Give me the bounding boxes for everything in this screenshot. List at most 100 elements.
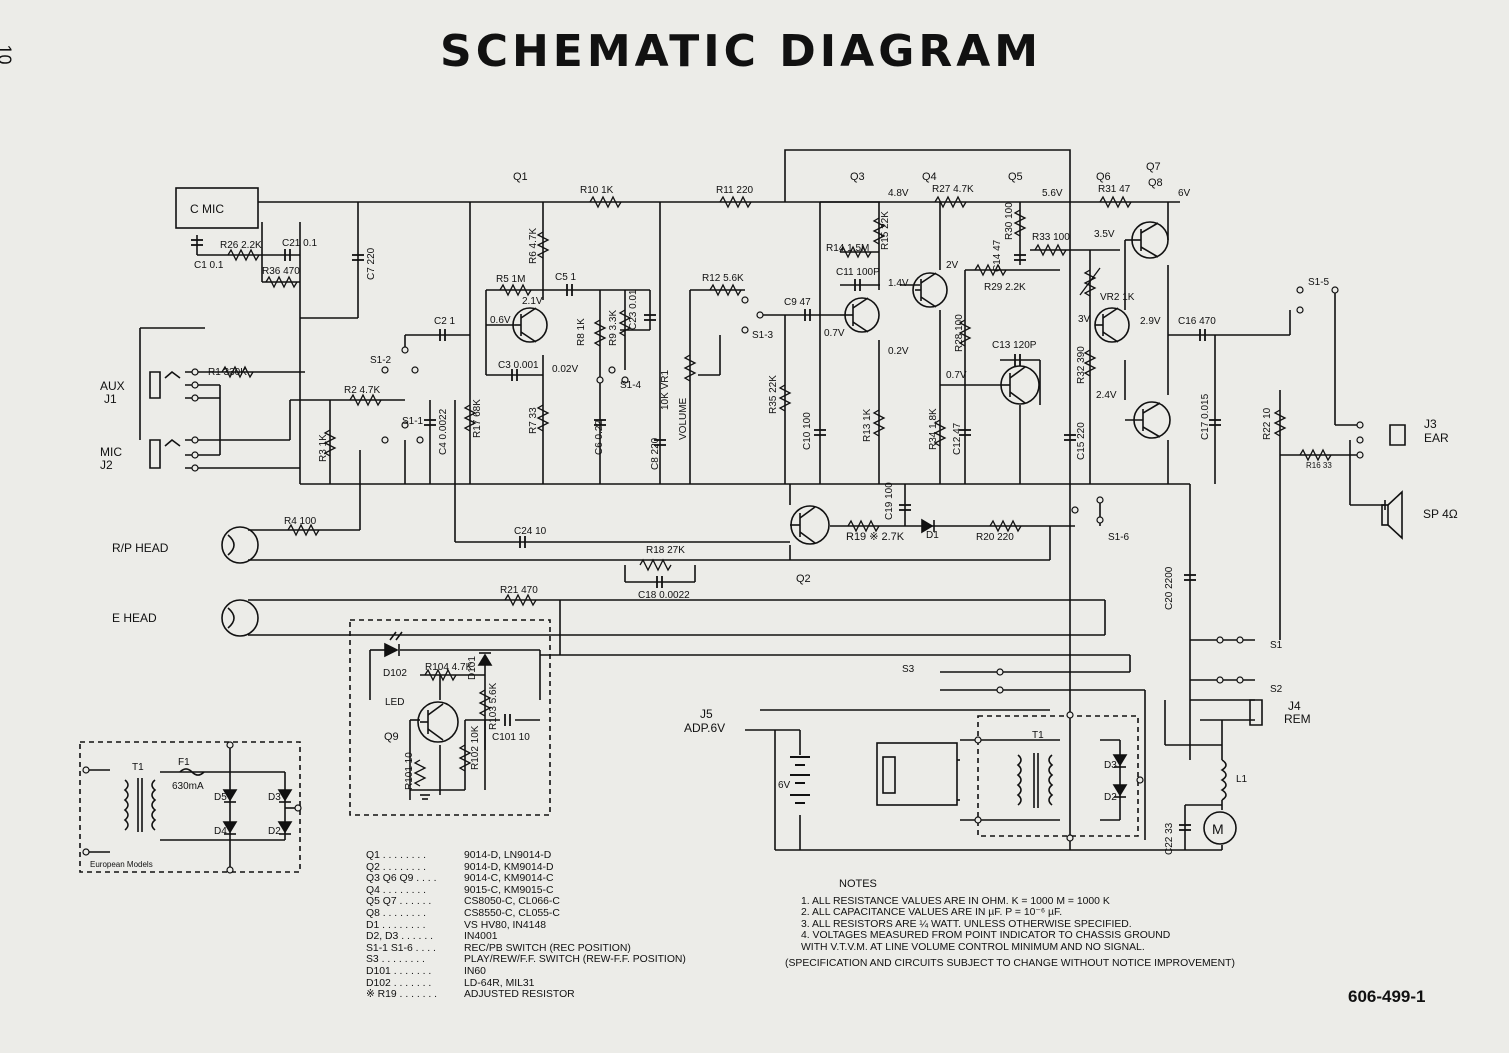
d1-label: D1 — [926, 530, 939, 541]
j1-label: J1 — [104, 392, 117, 406]
parts-list-row: S3 . . . . . . . .PLAY/REW/F.F. SWITCH (… — [366, 954, 686, 966]
resistor-r34 — [933, 419, 947, 447]
resistor-r20 — [989, 519, 1022, 533]
c13-label: C13 120P — [992, 340, 1037, 351]
capacitor-c16 — [1199, 329, 1206, 341]
ac-plug — [876, 742, 960, 806]
aux-jack — [149, 370, 181, 399]
c1-label: C1 0.1 — [194, 260, 224, 271]
t1-label: T1 — [1032, 730, 1044, 741]
parts-value: CS8550-C, CL055-C — [464, 907, 560, 919]
c15-label: C15 220 — [1076, 422, 1087, 460]
capacitor-c4 — [424, 419, 436, 426]
potentiometer-vr2 — [1083, 269, 1097, 297]
c22-label: C22 33 — [1164, 822, 1175, 855]
c17-label: C17 0.015 — [1200, 393, 1211, 440]
vr2-label: VR2 1K — [1100, 292, 1135, 303]
capacitors — [191, 239, 1221, 831]
resistor-r33 — [1034, 243, 1067, 257]
resistor-r22 — [1273, 409, 1287, 437]
parts-ref: Q8 . . . . . . . . — [366, 907, 427, 919]
resistor-r36 — [265, 275, 298, 289]
r7-label: R7 33 — [528, 407, 539, 434]
parts-ref: D101 . . . . . . . — [366, 965, 432, 977]
r35-label: R35 22K — [768, 375, 779, 414]
transistor-q5 — [1000, 365, 1040, 405]
resistor-r11 — [719, 195, 752, 209]
d2-eu-label: D2 — [268, 826, 281, 837]
r30-label: R30 100 — [1004, 202, 1015, 240]
parts-value: REC/PB SWITCH (REC POSITION) — [464, 942, 631, 954]
note-4: 4. VOLTAGES MEASURED FROM POINT INDICATO… — [801, 930, 1171, 942]
parts-list-row: Q3 Q6 Q9 . . . .9014-C, KM9014-C — [366, 873, 686, 885]
resistor-r3 — [323, 429, 337, 457]
capacitor-c14 — [1014, 254, 1026, 261]
resistor-r21 — [504, 593, 537, 607]
parts-list-row: D2, D3 . . . . . .IN4001 — [366, 931, 686, 943]
r19-label: R19 ※ 2.7K — [846, 531, 905, 543]
ground-symbol — [420, 794, 430, 800]
c19-label: C19 100 — [884, 482, 895, 520]
r31-label: R31 47 — [1098, 184, 1131, 195]
adp-label: ADP.6V — [684, 721, 725, 735]
rp-head-label: R/P HEAD — [112, 541, 169, 555]
rp-head-symbol — [221, 526, 259, 564]
c101-label: C101 10 — [492, 732, 530, 743]
capacitor-c15 — [1064, 434, 1076, 441]
s3-label: S3 — [902, 664, 915, 675]
capacitor-c2 — [439, 329, 446, 341]
parts-list-row: D101 . . . . . . .IN60 — [366, 966, 686, 978]
parts-ref: D102 . . . . . . . — [366, 977, 432, 989]
parts-list-row: Q2 . . . . . . . .9014-D, KM9014-D — [366, 862, 686, 874]
speaker-label: SP 4Ω — [1423, 507, 1458, 521]
parts-ref: S1-1 S1-6 . . . . — [366, 942, 436, 954]
resistor-r29 — [974, 263, 1007, 277]
note-2: 2. ALL CAPACITANCE VALUES ARE IN µF. P =… — [801, 907, 1063, 919]
resistor-r30 — [1013, 209, 1027, 237]
r2-label: R2 4.7K — [344, 385, 380, 396]
voltage-0-7v-q5: 0.7V — [946, 370, 967, 381]
d2-label: D2 — [1104, 792, 1117, 803]
r15-label: R15 22K — [880, 211, 891, 250]
capacitor-c13 — [1014, 354, 1021, 366]
s1-4-label: S1-4 — [620, 380, 642, 391]
r36-label: R36 470 — [262, 266, 300, 277]
s2-label: S2 — [1270, 684, 1283, 695]
resistor-r12 — [709, 283, 742, 297]
parts-list-row: S1-1 S1-6 . . . . REC/PB SWITCH (REC POSI… — [366, 943, 686, 955]
parts-list-row: Q8 . . . . . . . . CS8550-C, CL055-C — [366, 908, 686, 920]
c3-label: C3 0.001 — [498, 360, 539, 371]
q1-label: Q1 — [513, 171, 528, 183]
rem-jack — [1249, 699, 1263, 726]
r16-label: R16 33 — [1306, 461, 1332, 470]
e-head-symbol — [221, 599, 259, 637]
parts-ref: D2, D3 . . . . . . — [366, 931, 433, 943]
r32-label: R32 390 — [1076, 346, 1087, 384]
motor-label: M — [1212, 821, 1224, 837]
s1-2-label: S1-2 — [370, 355, 392, 366]
notes-disclaimer: (SPECIFICATION AND CIRCUITS SUBJECT TO C… — [785, 957, 1235, 969]
c11-label: C11 100P — [836, 267, 880, 278]
s1-1-label: S1-1 — [402, 416, 424, 427]
voltage-2-4v: 2.4V — [1096, 390, 1117, 401]
capacitor-c101 — [504, 714, 511, 726]
battery-label: 6V — [778, 780, 791, 791]
transistors — [417, 221, 1171, 743]
c8-label: C8 220 — [650, 437, 661, 470]
parts-value: 9015-C, KM9015-C — [464, 884, 554, 896]
resistor-r17 — [463, 404, 477, 432]
voltage-6v: 6V — [1178, 188, 1191, 199]
diode-eu-d3 — [277, 789, 293, 803]
capacitor-c8 — [654, 439, 666, 446]
d3-eu-label: D3 — [268, 792, 281, 803]
r21-label: R21 470 — [500, 585, 538, 596]
speaker-symbol — [1381, 490, 1403, 540]
diode-d101 — [477, 652, 493, 666]
resistor-r26 — [227, 248, 260, 262]
parts-value: 9014-D, LN9014-D — [464, 850, 552, 861]
voltage-0-7v-q3: 0.7V — [824, 328, 845, 339]
r8-label: R8 1K — [576, 318, 587, 346]
capacitor-c12 — [959, 429, 971, 436]
s1-6-label: S1-6 — [1108, 532, 1130, 543]
r29-label: R29 2.2K — [984, 282, 1026, 293]
